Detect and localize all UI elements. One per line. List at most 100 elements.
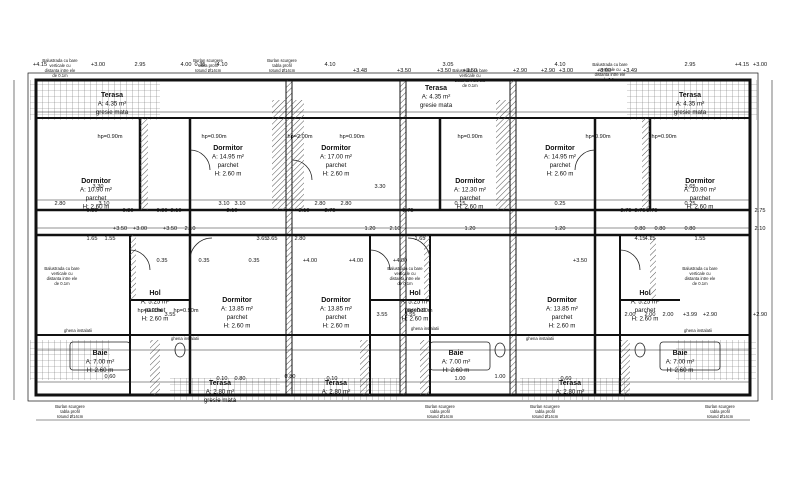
- dimension-label: +3.99: [683, 312, 697, 318]
- room-area: A: 10.90 m²: [684, 187, 716, 194]
- dimension-label: 2.80: [315, 201, 326, 207]
- dimension-label: 2.10: [299, 208, 310, 214]
- dimension-label: 1.00: [495, 374, 506, 380]
- room-finish: parchet: [460, 195, 481, 202]
- room-name: Dormitor: [321, 297, 351, 304]
- room-height: H: 2.60 m: [687, 204, 714, 211]
- dimension-label: +4.00: [393, 258, 407, 264]
- dimension-label: 3.55: [405, 312, 416, 318]
- dimension-label: hp=0.90m: [201, 134, 226, 140]
- dimension-label: 2.75: [635, 208, 646, 214]
- room-finish: parchet: [218, 162, 239, 169]
- room-height: H: 2.60 m: [667, 367, 694, 374]
- room-finish: gresie mata: [420, 102, 453, 109]
- dimension-label: hp=0.90m: [651, 134, 676, 140]
- room-name: Dormitor: [685, 178, 715, 185]
- annotation-note: ghena instalatii: [526, 336, 554, 341]
- dimension-label: +3.50: [113, 226, 127, 232]
- room-name: Hol: [639, 290, 650, 297]
- dimension-label: 0.60: [105, 374, 116, 380]
- room-area: A: 5.25 m²: [141, 299, 170, 306]
- room-finish: parchet: [635, 307, 656, 314]
- dimension-label: 1.20: [365, 226, 376, 232]
- door-swing-icon: [619, 249, 641, 271]
- room-height: H: 2.60 m: [547, 171, 574, 178]
- room-name: Terasa: [679, 92, 701, 99]
- room-height: H: 2.60 m: [323, 171, 350, 178]
- dimension-label: 0.10: [217, 376, 228, 382]
- dimension-label: 4.10: [325, 62, 336, 68]
- dimension-label: hp=0.90m: [137, 308, 162, 314]
- fixtures: [69, 149, 721, 371]
- dimension-label: 0.15: [455, 201, 466, 207]
- dimension-label: 0.80: [655, 226, 666, 232]
- dimension-label: 0.80: [635, 226, 646, 232]
- room-area: A: 2.80 m²: [322, 389, 351, 396]
- dimension-label: 2.80: [55, 201, 66, 207]
- room-name: Dormitor: [321, 145, 351, 152]
- annotation-note: ghena instalatii: [684, 328, 712, 333]
- room-area: A: 4.35 m²: [422, 94, 451, 101]
- dimension-label: +3.48: [353, 68, 367, 74]
- dimension-label: 1.55: [105, 236, 116, 242]
- dimension-label: 4.15: [645, 236, 656, 242]
- dimension-label: 2.75: [403, 208, 414, 214]
- dimension-label: 3.10: [219, 201, 230, 207]
- dimension-label: 2.10: [755, 226, 766, 232]
- room-finish: parchet: [145, 307, 166, 314]
- room-height: H: 2.60 m: [224, 323, 251, 330]
- dimension-label: 2.95: [135, 62, 146, 68]
- room-area: A: 4.35 m²: [676, 101, 705, 108]
- dimension-label: +3.50: [397, 68, 411, 74]
- door-swing-icon: [574, 149, 596, 171]
- toilet-icon: [174, 342, 186, 358]
- room-name: Dormitor: [545, 145, 575, 152]
- dimension-label: +3.00: [597, 68, 611, 74]
- dimension-label: 3.10: [235, 201, 246, 207]
- room-finish: parchet: [690, 195, 711, 202]
- dimension-label: 2.10: [390, 226, 401, 232]
- door-swing-icon: [369, 249, 391, 271]
- dimension-label: 3.55: [165, 312, 176, 318]
- dimension-label: 2.75: [621, 208, 632, 214]
- dimension-label: 1.55: [695, 236, 706, 242]
- door-swing-icon: [189, 237, 213, 261]
- room-name: Baie: [449, 350, 464, 357]
- room-name: Hol: [149, 290, 160, 297]
- room-finish: gresie mata: [674, 109, 707, 116]
- dimension-label: 3.65: [685, 184, 696, 190]
- room-finish: parchet: [326, 314, 347, 321]
- room-area: A: 2.80 m²: [206, 389, 235, 396]
- dimension-label: 0.35: [157, 258, 168, 264]
- dimension-label: hp=2.00m: [287, 134, 312, 140]
- dimension-label: 1.65: [87, 236, 98, 242]
- dimension-label: 2.00: [663, 312, 674, 318]
- room-height: H: 2.60 m: [142, 316, 169, 323]
- dimension-label: 1.20: [555, 226, 566, 232]
- dimension-label: 0.25: [685, 201, 696, 207]
- dimension-lines: [13, 80, 773, 421]
